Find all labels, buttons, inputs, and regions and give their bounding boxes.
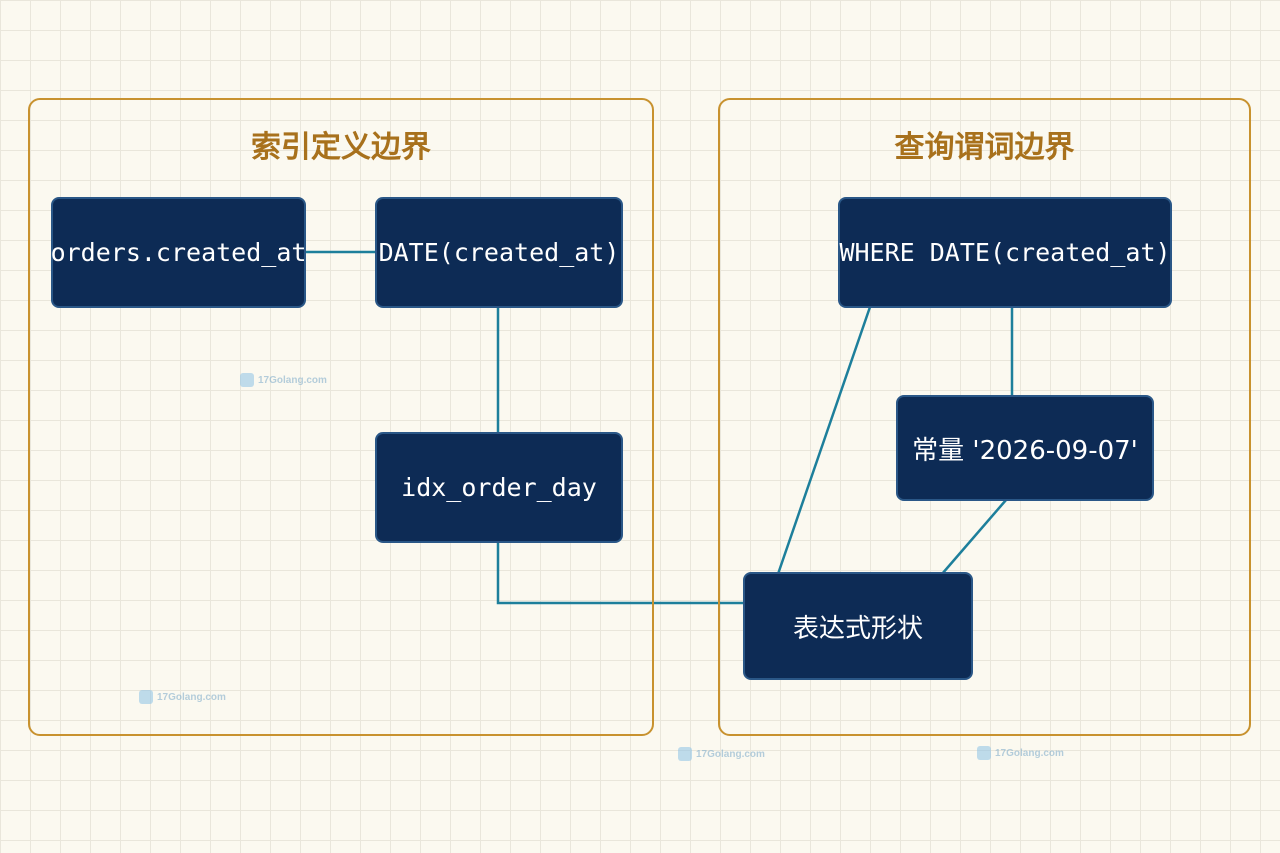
index-boundary-title: 索引定义边界 bbox=[251, 130, 431, 165]
node-where-date[interactable]: WHERE DATE(created_at) bbox=[838, 197, 1172, 308]
index-boundary-group: 索引定义边界 bbox=[28, 98, 654, 736]
node-idx-order-day[interactable]: idx_order_day bbox=[375, 432, 623, 543]
watermark-logo-icon bbox=[977, 746, 991, 760]
watermark-text: 17Golang.com bbox=[696, 748, 765, 760]
query-boundary-group: 查询谓词边界 bbox=[718, 98, 1251, 736]
query-boundary-title: 查询谓词边界 bbox=[894, 130, 1075, 165]
node-const-date[interactable]: 常量 '2026-09-07' bbox=[896, 395, 1154, 501]
watermark-text: 17Golang.com bbox=[258, 374, 327, 386]
watermark-logo-icon bbox=[240, 373, 254, 387]
watermark-logo-icon bbox=[678, 747, 692, 761]
watermark: 17Golang.com bbox=[240, 373, 327, 387]
watermark-text: 17Golang.com bbox=[995, 747, 1064, 759]
node-date-created-at[interactable]: DATE(created_at) bbox=[375, 197, 623, 308]
watermark: 17Golang.com bbox=[678, 747, 765, 761]
watermark: 17Golang.com bbox=[977, 746, 1064, 760]
node-expression-shape[interactable]: 表达式形状 bbox=[743, 572, 973, 680]
node-orders-created-at[interactable]: orders.created_at bbox=[51, 197, 306, 308]
watermark-text: 17Golang.com bbox=[157, 691, 226, 703]
watermark-logo-icon bbox=[139, 690, 153, 704]
watermark: 17Golang.com bbox=[139, 690, 226, 704]
